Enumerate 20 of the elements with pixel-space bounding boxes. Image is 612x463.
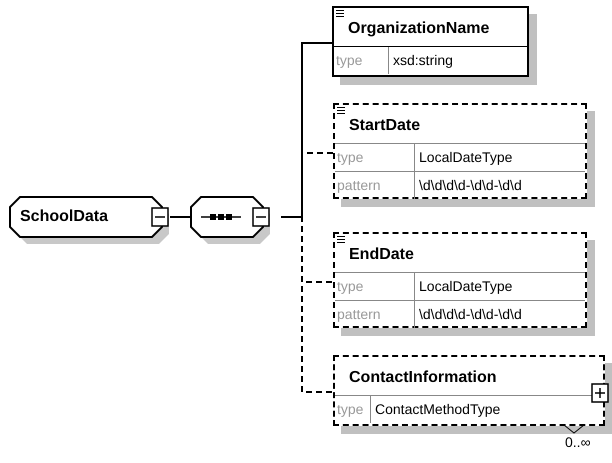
property-label: pattern: [335, 172, 415, 199]
property-label: type: [335, 273, 415, 300]
element-name: EndDate: [349, 246, 414, 263]
property-label: type: [335, 396, 371, 423]
cardinality-label: 0..∞: [565, 434, 591, 450]
element-name: SchoolData: [20, 207, 108, 227]
element-name: OrganizationName: [348, 20, 490, 37]
connector-line: [170, 216, 191, 218]
connector-line: [281, 216, 333, 393]
property-value: ContactMethodType: [374, 400, 500, 419]
element-name: StartDate: [349, 117, 420, 134]
property-label: pattern: [335, 301, 415, 328]
property-value: \d\d\d\d-\d\d-\d\d: [418, 176, 522, 195]
property-label: type: [335, 144, 415, 171]
element-name: ContactInformation: [349, 369, 497, 386]
property-value: LocalDateType: [418, 148, 512, 167]
property-label: type: [334, 47, 389, 74]
property-value: xsd:string: [392, 51, 453, 70]
property-value: LocalDateType: [418, 277, 512, 296]
property-value: \d\d\d\d-\d\d-\d\d: [418, 305, 522, 324]
